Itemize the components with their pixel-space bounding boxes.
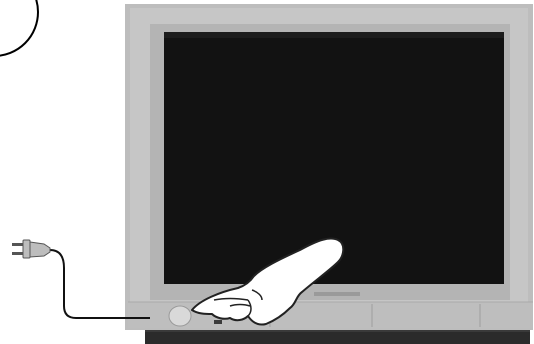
front-panel-indicator bbox=[314, 292, 360, 296]
power-button-icon[interactable] bbox=[169, 306, 191, 326]
tv-base bbox=[145, 330, 530, 344]
step-marker-icon bbox=[0, 0, 38, 56]
tv-set bbox=[125, 4, 533, 344]
standby-indicator bbox=[214, 320, 222, 324]
power-plug-icon bbox=[12, 240, 50, 258]
